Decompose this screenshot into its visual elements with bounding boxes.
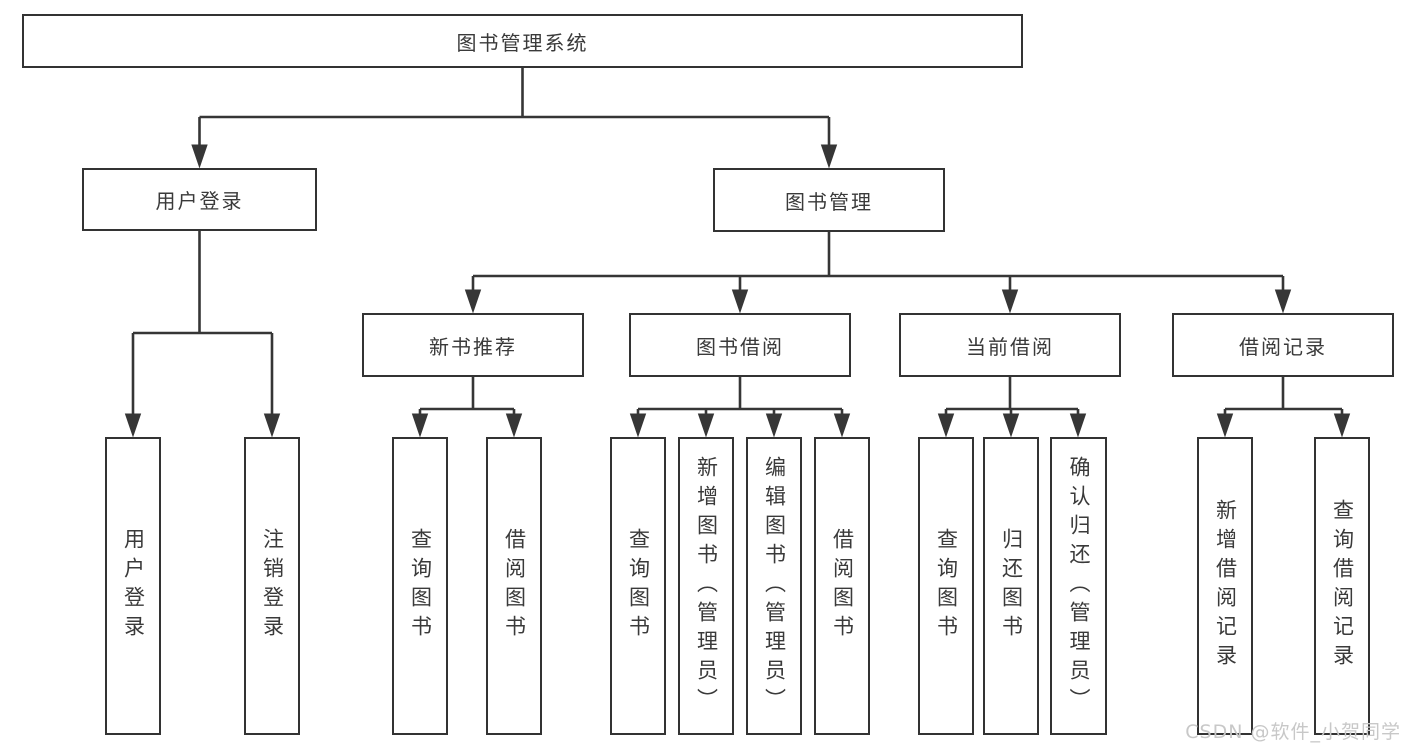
leaf-user-login: 用户登录 xyxy=(105,437,161,735)
leaf-return-books: 归还图书 xyxy=(983,437,1039,735)
node-book-borrowing: 图书借阅 xyxy=(629,313,851,377)
leaf-query-borrow-record-label: 查询借阅记录 xyxy=(1330,499,1355,673)
node-current-borrowing-label: 当前借阅 xyxy=(966,334,1054,359)
leaf-query-books-recommend: 查询图书 xyxy=(392,437,448,735)
leaf-add-borrow-record-label: 新增借阅记录 xyxy=(1213,499,1238,673)
leaf-confirm-return-admin: 确认归还（管理员） xyxy=(1050,437,1107,735)
leaf-confirm-return-admin-label: 确认归还（管理员） xyxy=(1067,455,1091,717)
leaf-query-books-recommend-label: 查询图书 xyxy=(408,528,433,644)
node-borrowing-records: 借阅记录 xyxy=(1172,313,1394,377)
node-root: 图书管理系统 xyxy=(22,14,1023,68)
leaf-query-books-current: 查询图书 xyxy=(918,437,974,735)
leaf-borrow-books: 借阅图书 xyxy=(814,437,870,735)
leaf-query-books-current-label: 查询图书 xyxy=(934,528,959,644)
leaf-borrow-books-recommend-label: 借阅图书 xyxy=(502,528,527,644)
node-book-borrowing-label: 图书借阅 xyxy=(696,334,784,359)
node-current-borrowing: 当前借阅 xyxy=(899,313,1121,377)
leaf-user-login-label: 用户登录 xyxy=(121,528,146,644)
node-new-book-recommend: 新书推荐 xyxy=(362,313,584,377)
leaf-query-borrow-record: 查询借阅记录 xyxy=(1314,437,1370,735)
node-book-management-label: 图书管理 xyxy=(785,189,873,214)
leaf-borrow-books-recommend: 借阅图书 xyxy=(486,437,542,735)
leaf-query-books-borrow-label: 查询图书 xyxy=(626,528,651,644)
leaf-edit-books-admin: 编辑图书（管理员） xyxy=(746,437,802,735)
node-user-login: 用户登录 xyxy=(82,168,317,231)
leaf-return-books-label: 归还图书 xyxy=(999,528,1024,644)
leaf-logout-label: 注销登录 xyxy=(260,528,285,644)
leaf-edit-books-admin-label: 编辑图书（管理员） xyxy=(762,455,787,717)
leaf-query-books-borrow: 查询图书 xyxy=(610,437,666,735)
leaf-add-borrow-record: 新增借阅记录 xyxy=(1197,437,1253,735)
node-user-login-label: 用户登录 xyxy=(155,189,244,213)
leaf-add-books-admin-label: 新增图书（管理员） xyxy=(694,455,719,717)
leaf-borrow-books-label: 借阅图书 xyxy=(830,528,855,644)
leaf-logout: 注销登录 xyxy=(244,437,300,735)
leaf-add-books-admin: 新增图书（管理员） xyxy=(678,437,734,735)
watermark: CSDN @软件_小贺同学 xyxy=(1185,721,1401,743)
node-book-management: 图书管理 xyxy=(713,168,945,232)
node-new-book-recommend-label: 新书推荐 xyxy=(429,334,517,359)
node-root-label: 图书管理系统 xyxy=(456,30,589,55)
node-borrowing-records-label: 借阅记录 xyxy=(1239,334,1327,359)
